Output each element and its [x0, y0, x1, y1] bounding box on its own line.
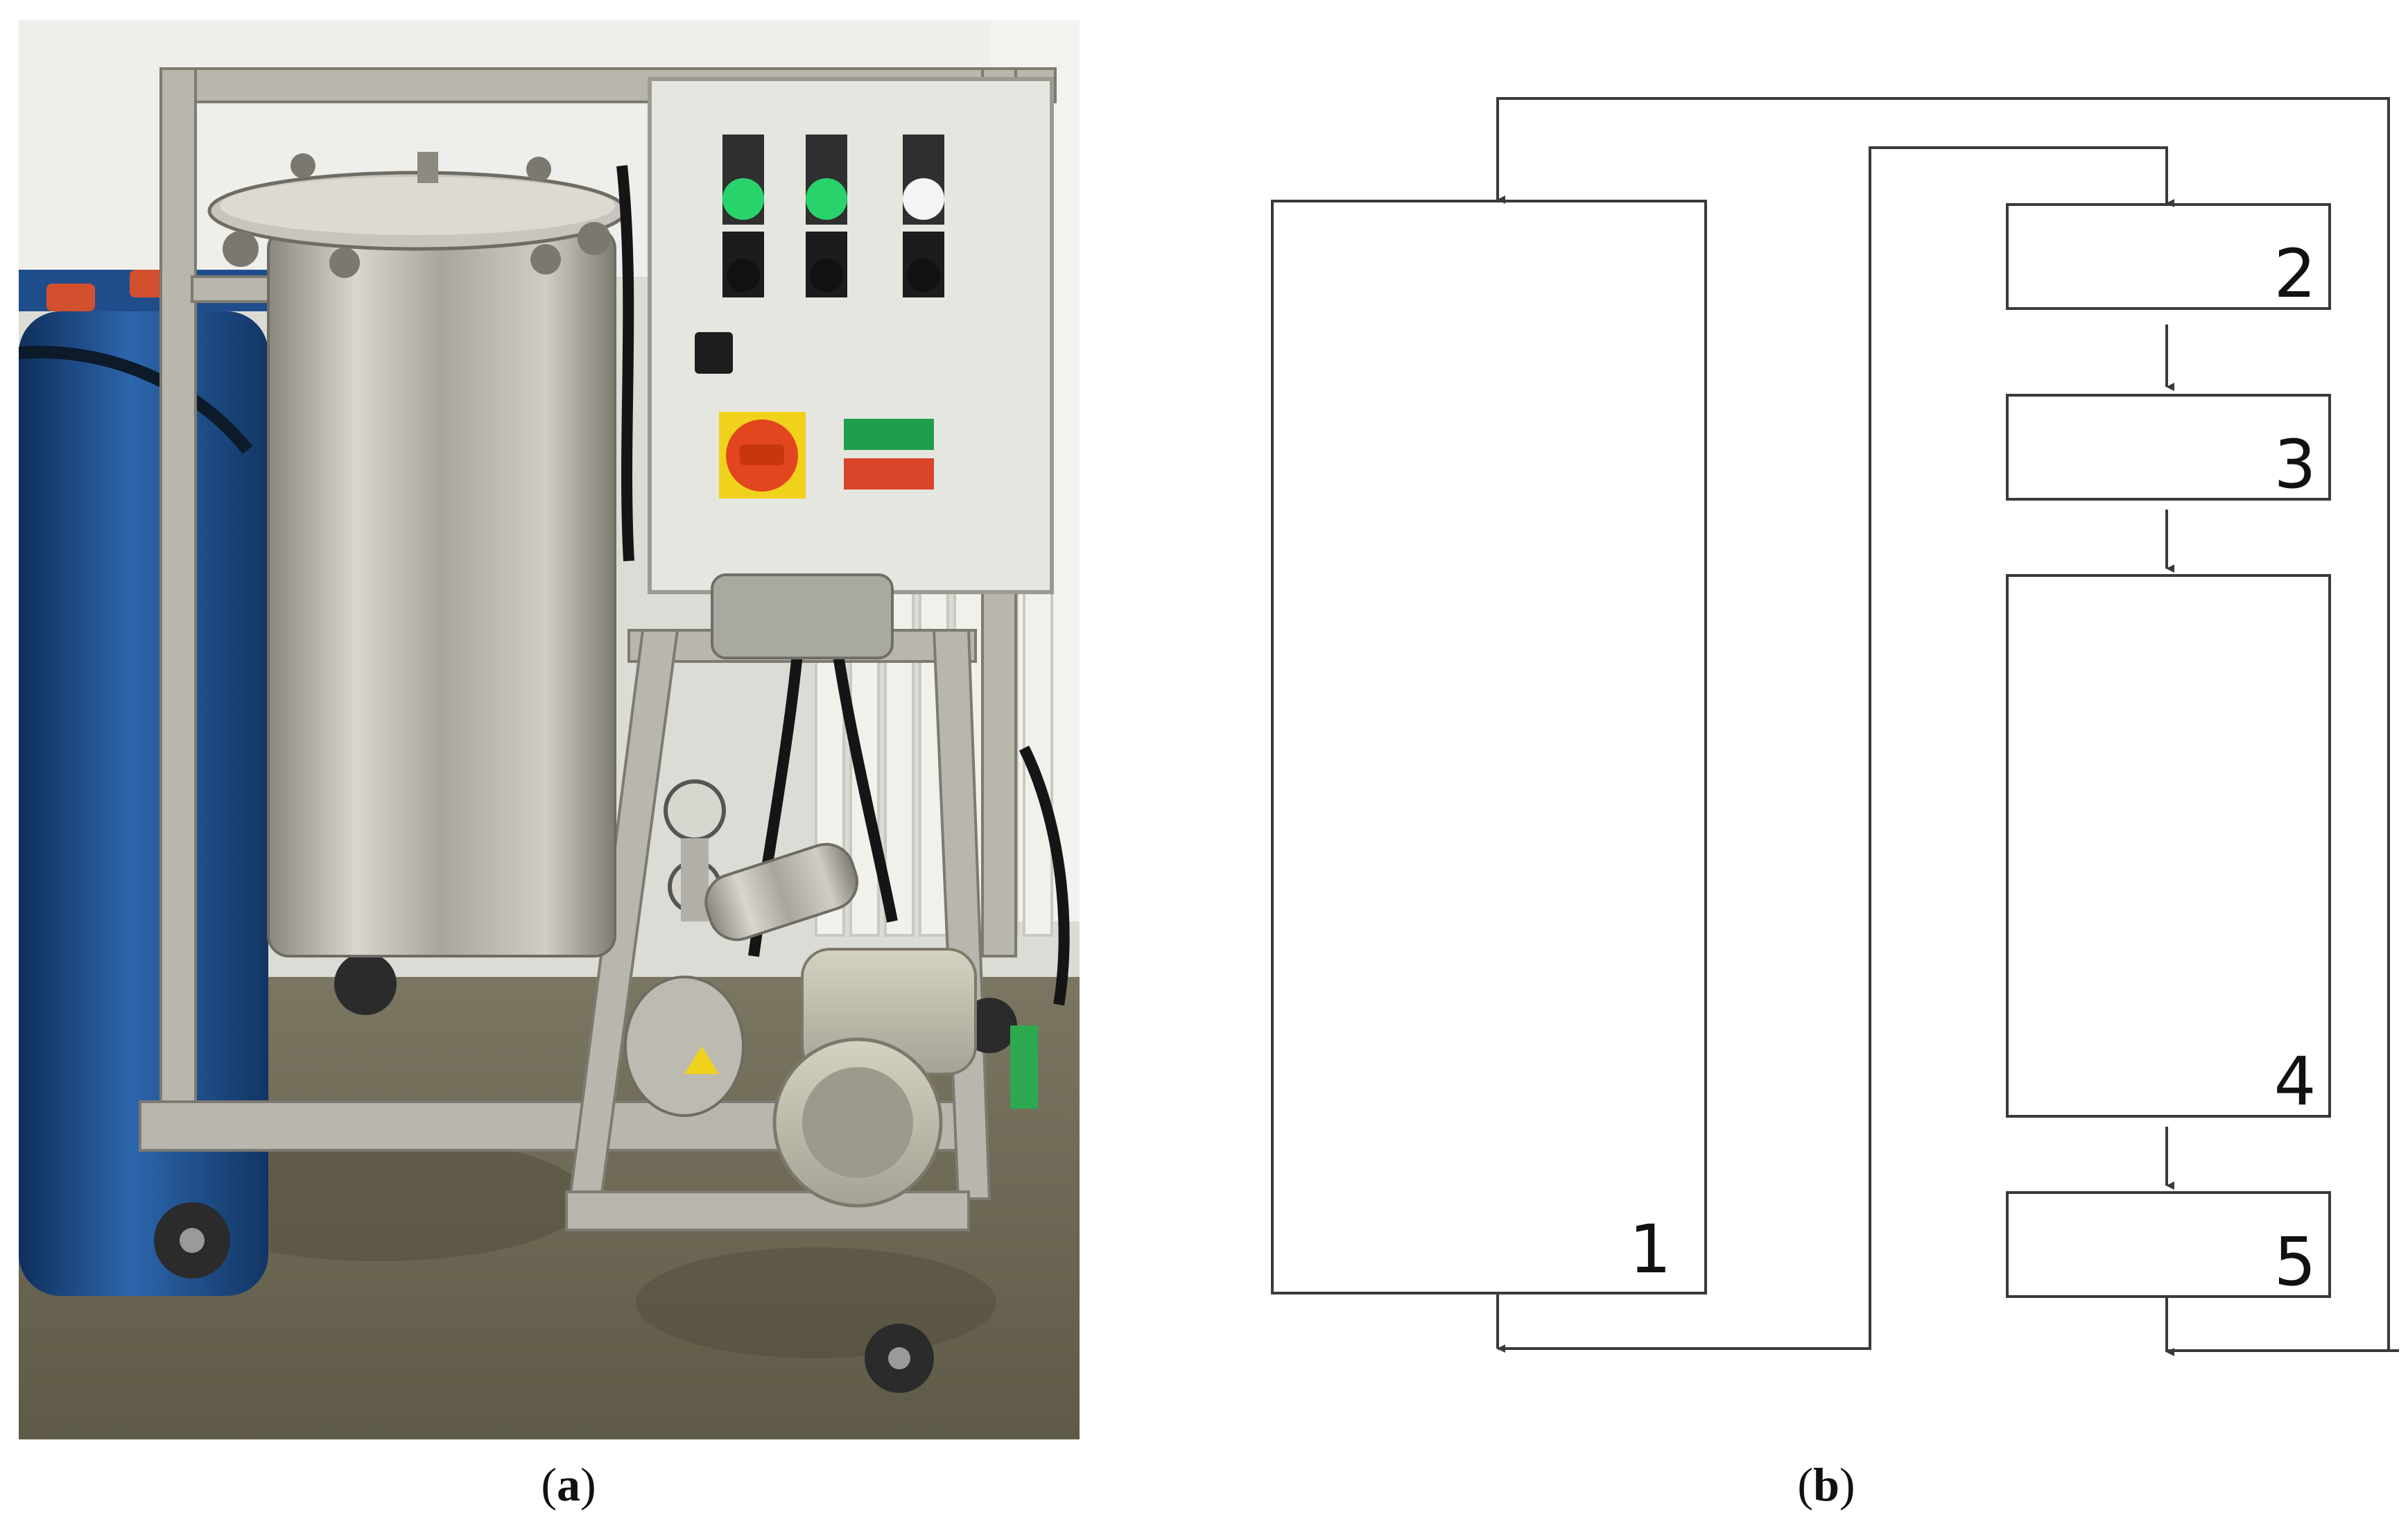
control-cabinet: [648, 77, 1054, 594]
box-4-label: 4: [2273, 1043, 2316, 1120]
box-5: [2006, 1191, 2331, 1298]
box-5-label: 5: [2273, 1223, 2316, 1301]
selector-switches: [722, 232, 944, 297]
caption-b: (b): [1708, 1453, 1944, 1516]
caption-a-close: ): [580, 1458, 596, 1511]
box-2: [2006, 203, 2331, 310]
apparatus-photo: [19, 20, 1080, 1439]
box-3: [2006, 394, 2331, 501]
key-switch: [695, 332, 733, 374]
caption-b-open: (: [1797, 1458, 1814, 1511]
red-label: [844, 458, 934, 490]
box-2-label: 2: [2273, 235, 2316, 313]
caption-a-open: (: [541, 1458, 557, 1511]
caster-wheels: [154, 953, 1017, 1393]
box-4: [2006, 574, 2331, 1118]
connector-5-out: [2165, 1297, 2399, 1352]
stainless-tank: [207, 152, 627, 958]
box-1: [1271, 200, 1707, 1294]
box-3-label: 3: [2273, 426, 2316, 503]
caption-a-letter: a: [557, 1458, 580, 1511]
main-switch: [719, 412, 806, 499]
connector-return-to-1: [1496, 97, 2390, 1351]
flow-diagram: 1 2 3 4 5: [1234, 76, 2399, 1394]
caption-b-close: ): [1839, 1458, 1855, 1511]
pump-assembly: [624, 573, 1038, 1208]
caption-a: (a): [451, 1453, 686, 1516]
connector-1-to-2: [1498, 146, 2174, 1350]
green-label: [844, 419, 934, 450]
box-1-label: 1: [1629, 1211, 1671, 1288]
caption-b-letter: b: [1813, 1458, 1839, 1511]
indicator-lamps: [722, 135, 944, 225]
